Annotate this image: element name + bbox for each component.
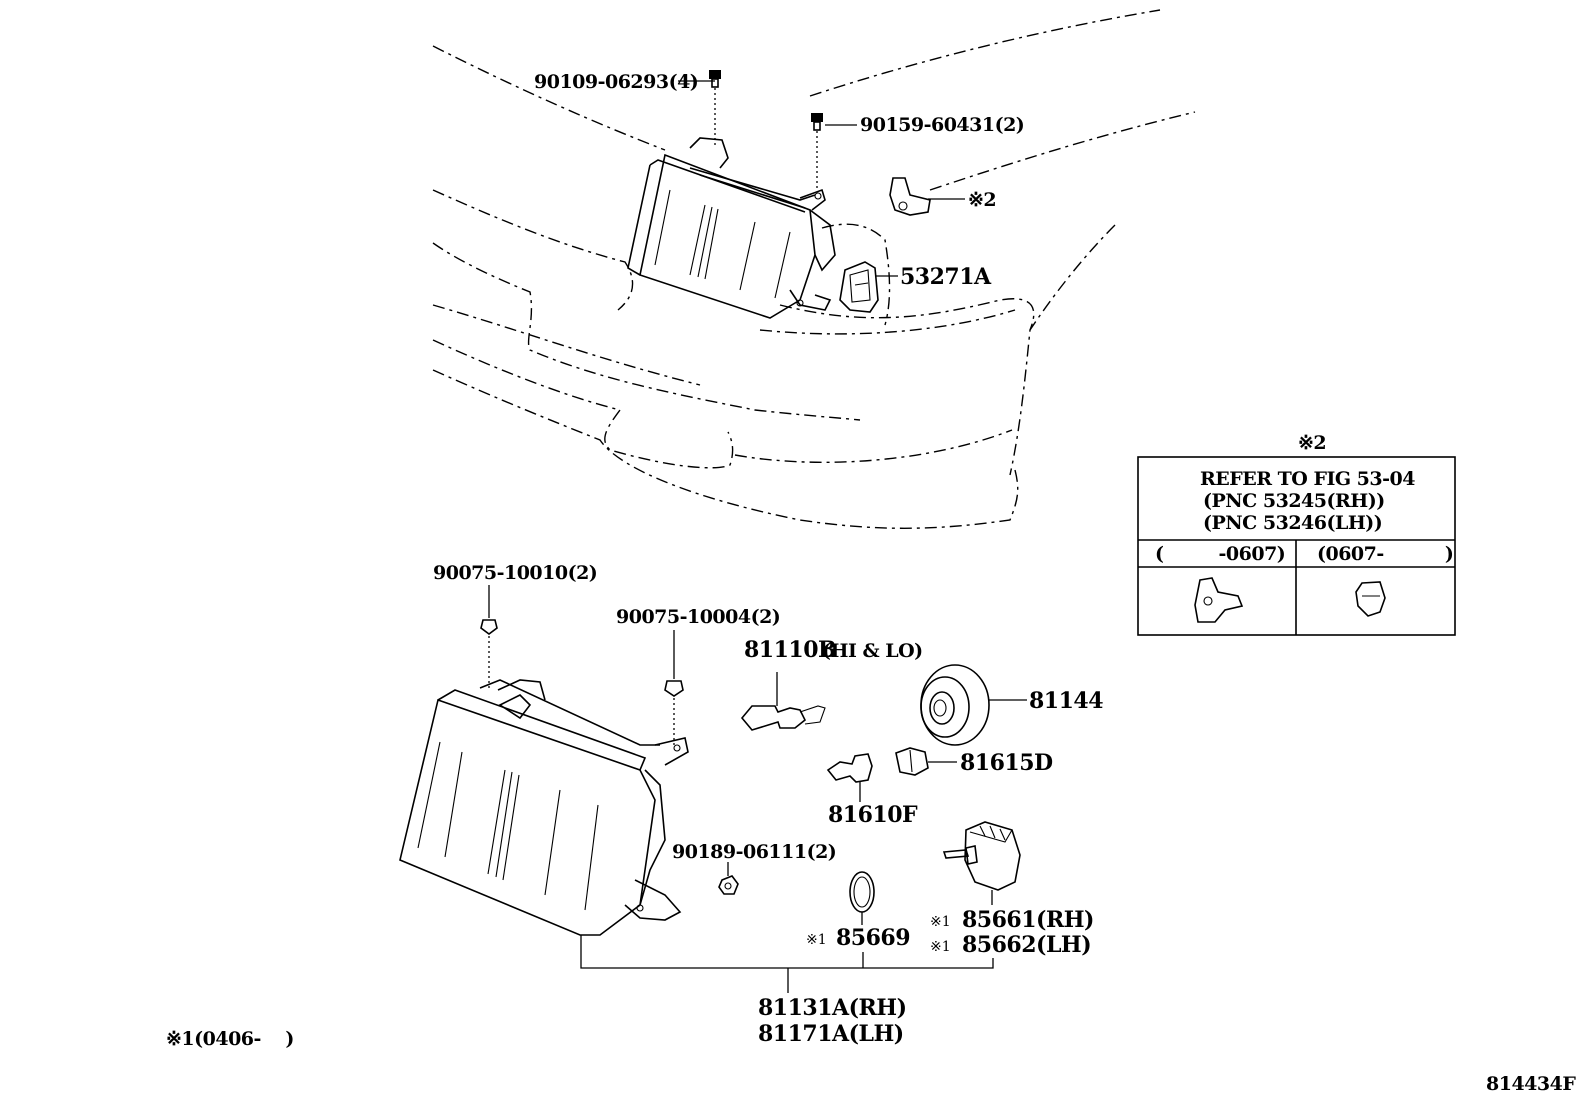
part-label-90109-06293: 90109-06293(4) — [534, 71, 698, 93]
reference-line-1: REFER TO FIG 53-04 — [1200, 468, 1415, 490]
bracket-new-icon — [1355, 581, 1386, 617]
bolt-90159-icon — [811, 113, 823, 190]
footnote-marker-85661: ※1 — [930, 914, 951, 930]
leveling-actuator-icon — [942, 821, 1021, 905]
lower-headlamp — [399, 679, 689, 936]
hood-lock-icon — [839, 261, 879, 313]
part-label-90075-10004: 90075-10004(2) — [616, 606, 780, 628]
socket-cover-81144-icon — [920, 664, 1027, 746]
part-label-81615D: 81615D — [960, 750, 1053, 776]
part-label-81110B-note: (HI & LO) — [822, 640, 923, 662]
bulb-81110B-icon — [740, 672, 826, 731]
bracket-icon — [889, 177, 931, 216]
clip-90075-10010-icon — [480, 585, 498, 690]
part-label-85669: 85669 — [836, 925, 910, 951]
bolt-90109-icon — [709, 70, 721, 146]
upper-headlamp — [627, 137, 836, 319]
part-label-81171A: 81171A(LH) — [758, 1021, 904, 1047]
clip-90075-10004-icon — [664, 630, 684, 745]
footnote: ※1(0406- ) — [166, 1028, 294, 1050]
nut-90189-icon — [718, 862, 739, 895]
part-label-81610F: 81610F — [828, 802, 918, 828]
reference-line-3: (PNC 53246(LH)) — [1203, 512, 1382, 534]
reference-line-2: (PNC 53245(RH)) — [1203, 490, 1385, 512]
part-label-90159-60431: 90159-60431(2) — [860, 114, 1024, 136]
diagram-id: 814434F — [1486, 1073, 1576, 1095]
part-label-81110B: 81110B — [744, 637, 836, 663]
socket-81615D-icon — [895, 747, 957, 776]
reference-box: ※2 REFER TO FIG 53-04 (PNC 53245(RH)) (P… — [1137, 432, 1456, 636]
reference-col-left: ( -0607) — [1155, 543, 1285, 565]
reference-marker: ※2 — [1298, 432, 1326, 454]
part-label-85662: 85662(LH) — [962, 932, 1091, 958]
vehicle-body-outline — [432, 9, 1196, 529]
footnote-marker-85662: ※1 — [930, 939, 951, 955]
bracket-old-icon — [1194, 577, 1244, 623]
footnote-marker-85669: ※1 — [806, 932, 827, 948]
part-label-90189-06111: 90189-06111(2) — [672, 841, 836, 863]
part-label-81131A: 81131A(RH) — [758, 995, 907, 1021]
bulb-81610F-icon — [826, 753, 873, 802]
o-ring-85669-icon — [849, 871, 875, 925]
part-label-53271A: 53271A — [900, 264, 992, 290]
reference-col-right: (0607- ) — [1317, 543, 1453, 565]
part-label-90075-10010: 90075-10010(2) — [433, 562, 597, 584]
part-label-ref-2: ※2 — [968, 189, 996, 211]
part-label-85661: 85661(RH) — [962, 907, 1094, 933]
part-label-81144: 81144 — [1029, 688, 1103, 714]
